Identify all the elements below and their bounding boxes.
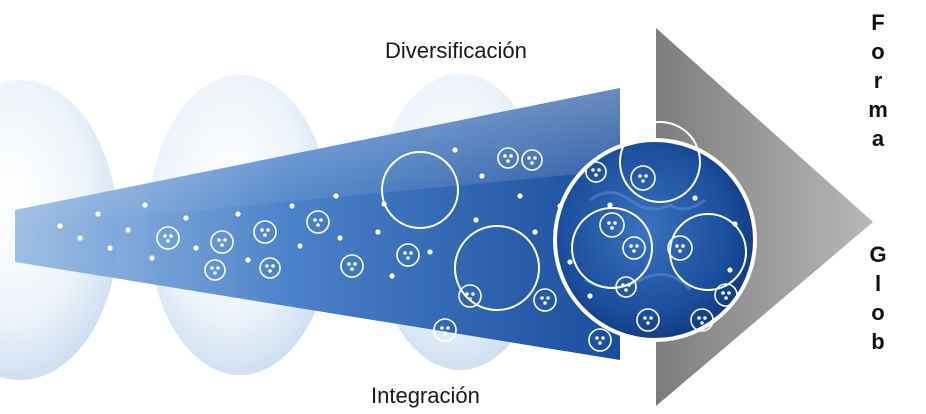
group-ring [619, 121, 701, 203]
cluster-icon [306, 210, 330, 234]
cluster-icon [630, 165, 656, 191]
dot-icon [381, 201, 387, 207]
dot-icon [473, 217, 479, 223]
cluster-icon [588, 328, 612, 352]
cluster-icon [497, 147, 519, 169]
vertical-letter: o [871, 39, 885, 64]
cluster-icon [156, 226, 180, 250]
dot-icon [245, 257, 251, 263]
dots-layer [57, 147, 738, 299]
cluster-icon [433, 318, 457, 342]
cluster-icon [259, 257, 281, 279]
cluster-icon [396, 243, 420, 267]
cluster-icon [714, 283, 738, 307]
cone-highlight [15, 88, 620, 228]
cluster-icon [636, 308, 660, 332]
dot-icon [732, 221, 738, 227]
dot-icon [289, 203, 295, 209]
diversification-label: Diversificación [385, 38, 527, 63]
vertical-letter: l [874, 271, 882, 296]
dot-icon [297, 243, 303, 249]
dot-icon [517, 193, 523, 199]
clusters-layer [156, 121, 747, 352]
dot-icon [235, 211, 241, 217]
cluster-icon [533, 288, 557, 312]
cluster-icon [599, 212, 625, 238]
dot-icon [692, 195, 698, 201]
dot-icon [607, 202, 613, 208]
dot-icon [375, 229, 381, 235]
integration-label: Integración [371, 383, 480, 408]
dot-icon [77, 235, 83, 241]
vertical-letter: o [871, 300, 885, 325]
dot-icon [193, 245, 199, 251]
vertical-title: F o r m a G l o b [863, 8, 893, 356]
dot-icon [427, 249, 433, 255]
cluster-icon [521, 149, 543, 171]
group-ring [454, 225, 540, 311]
dot-icon [125, 227, 131, 233]
group-ring [669, 213, 747, 291]
cluster-icon [622, 236, 646, 260]
vertical-letter: F [871, 10, 885, 35]
dot-icon [149, 255, 155, 261]
cluster-icon [210, 230, 234, 254]
vertical-letter: r [873, 68, 883, 93]
dot-icon [389, 273, 395, 279]
cluster-icon [253, 220, 277, 244]
dot-icon [557, 203, 563, 209]
dot-icon [95, 211, 101, 217]
group-ring [381, 151, 459, 229]
cluster-icon [204, 259, 226, 281]
dot-icon [333, 193, 339, 199]
dot-icon [57, 223, 63, 229]
dot-icon [727, 267, 733, 273]
dot-icon [337, 235, 343, 241]
vertical-letter: m [868, 97, 888, 122]
dot-icon [479, 173, 485, 179]
cluster-icon [585, 161, 607, 183]
dot-icon [107, 245, 113, 251]
cluster-icon [690, 308, 714, 332]
vertical-letter: a [871, 126, 885, 151]
dot-icon [452, 147, 458, 153]
vertical-letter: b [871, 329, 885, 354]
dot-icon [142, 202, 148, 208]
integrated-globe [553, 138, 757, 342]
dot-icon [587, 293, 593, 299]
dot-icon [183, 215, 189, 221]
vertical-letter: G [869, 242, 887, 267]
cluster-icon [340, 254, 364, 278]
group-ring [571, 207, 653, 289]
dot-icon [567, 259, 573, 265]
cluster-icon [667, 235, 693, 261]
dot-icon [532, 229, 538, 235]
